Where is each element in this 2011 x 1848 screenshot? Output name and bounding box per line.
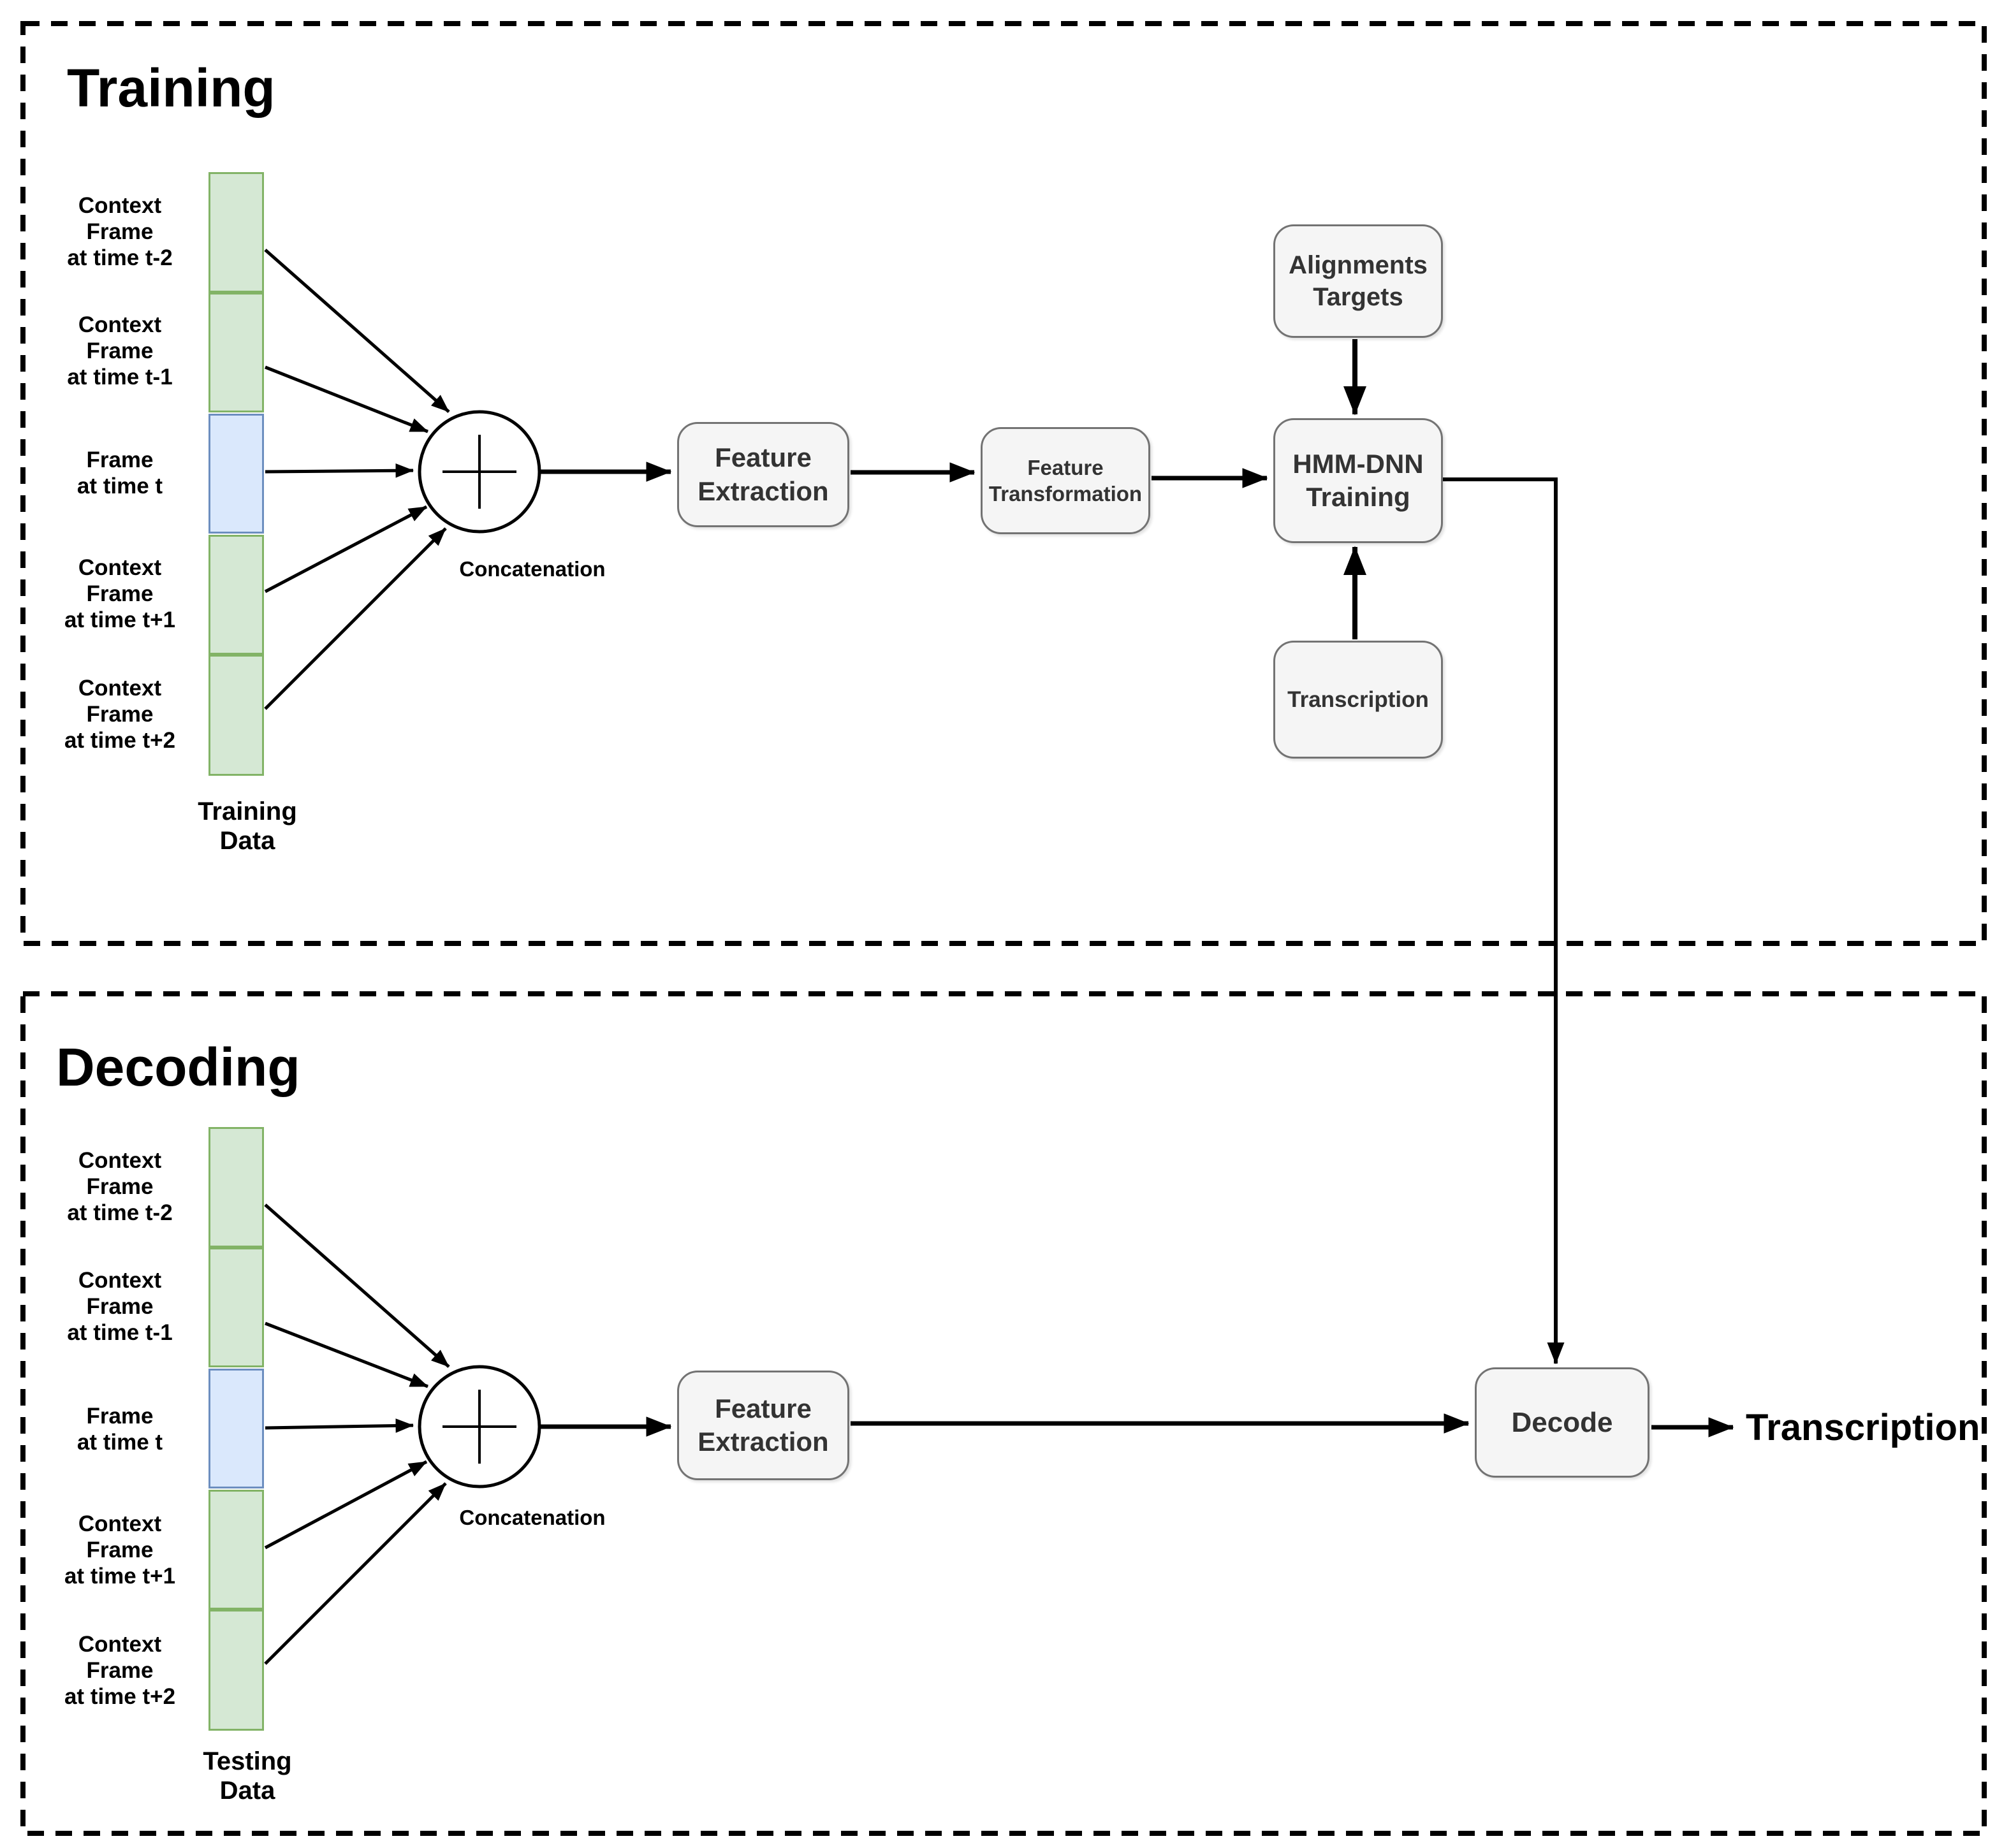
decoding-frame-t-plus-2	[208, 1610, 264, 1731]
arrow-hmm-dnn-to-decode	[1443, 477, 1565, 1365]
concatenation-label-decoding: Concatenation	[459, 1506, 606, 1529]
decoding-frame-label-t-minus-1: Context Frame at time t-1	[67, 1268, 173, 1345]
training-frame-t	[208, 414, 264, 534]
training-section-title: Training	[67, 58, 275, 118]
training-frame-label-t-minus-1: Context Frame at time t-1	[67, 312, 173, 389]
feature-transformation-box: Feature Transformation	[981, 427, 1150, 534]
training-data-label: Training Data	[198, 797, 297, 855]
decoding-section-title: Decoding	[56, 1037, 300, 1097]
decoding-frame-label-t-minus-2: Context Frame at time t-2	[67, 1148, 173, 1225]
arrow-decoding-frame-t+2-to-concat	[264, 1482, 447, 1665]
training-frame-t-minus-1	[208, 293, 264, 412]
alignments-targets-box: Alignments Targets	[1273, 224, 1443, 338]
hmm-dnn-training-box: HMM-DNN Training	[1273, 418, 1443, 543]
training-section-border	[20, 21, 1987, 946]
training-frame-t-plus-2	[208, 655, 264, 776]
decoding-frame-t-plus-1	[208, 1490, 264, 1610]
feature-extraction-box-training: Feature Extraction	[677, 422, 849, 527]
training-frame-label-t-plus-2: Context Frame at time t+2	[64, 676, 176, 753]
decoding-frame-label-t-plus-1: Context Frame at time t+1	[64, 1511, 176, 1589]
training-frame-t-minus-2	[208, 172, 264, 293]
arrow-training-frame-t+2-to-concat	[264, 527, 447, 710]
decoding-frame-t-minus-2	[208, 1127, 264, 1248]
arrow-decoding-frame-t+1-to-concat	[264, 1460, 428, 1550]
arrow-decoding-frame-t-2-to-concat	[264, 1204, 450, 1368]
decoding-frame-label-t-plus-2: Context Frame at time t+2	[64, 1632, 176, 1709]
arrow-training-frame-t-2-to-concat	[264, 249, 450, 413]
arrow-training-frame-t+1-to-concat	[264, 505, 428, 593]
training-frame-label-t-plus-1: Context Frame at time t+1	[64, 555, 176, 632]
arrow-decoding-frame-t-to-concat	[265, 1418, 414, 1433]
decoding-frame-label-t: Frame at time t	[77, 1404, 163, 1455]
transcription-output-label: Transcription	[1746, 1407, 1980, 1448]
arrow-training-frame-t-1-to-concat	[265, 365, 428, 433]
training-frame-label-t: Frame at time t	[77, 447, 163, 498]
transcription-input-box: Transcription	[1273, 641, 1443, 759]
training-frame-t-plus-1	[208, 535, 264, 655]
arrow-decoding-frame-t-1-to-concat	[265, 1321, 428, 1388]
training-frame-label-t-minus-2: Context Frame at time t-2	[67, 193, 173, 270]
arrow-training-frame-t-to-concat	[265, 463, 414, 478]
decoding-frame-t-minus-1	[208, 1248, 264, 1367]
concatenation-label-training: Concatenation	[459, 557, 606, 581]
feature-extraction-box-decoding: Feature Extraction	[677, 1371, 849, 1480]
testing-data-label: Testing Data	[203, 1747, 292, 1805]
decoding-frame-t	[208, 1369, 264, 1488]
decoding-section-border	[20, 991, 1987, 1836]
decode-box: Decode	[1475, 1367, 1649, 1478]
